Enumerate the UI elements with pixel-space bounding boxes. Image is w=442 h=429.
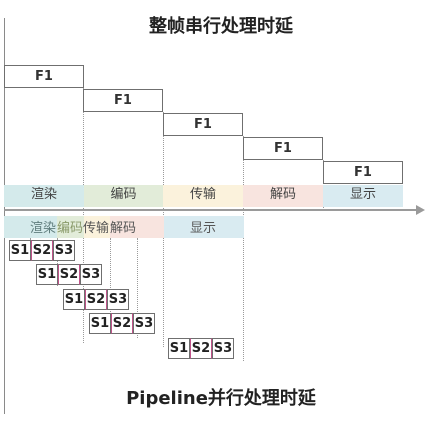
time-axis-horizontal bbox=[4, 209, 418, 211]
frame-block: F1 bbox=[323, 161, 403, 184]
slice-block: S2 bbox=[31, 240, 53, 261]
pipeline-band-decode bbox=[110, 216, 164, 238]
guide-line bbox=[57, 238, 58, 286]
pipeline-band-render bbox=[4, 216, 57, 238]
slice-block: S3 bbox=[107, 289, 129, 310]
slice-block: S3 bbox=[53, 240, 75, 261]
slice-block: S3 bbox=[212, 338, 234, 359]
axis-arrow-icon bbox=[416, 205, 425, 215]
frame-block: F1 bbox=[83, 89, 163, 112]
pipeline-band-display bbox=[164, 216, 244, 238]
slice-block: S1 bbox=[9, 240, 31, 261]
frame-block: F1 bbox=[243, 137, 323, 160]
slice-block: S1 bbox=[63, 289, 85, 310]
pipeline-stage-label: 编码 bbox=[57, 221, 84, 236]
slice-block: S3 bbox=[80, 264, 102, 285]
stage-band-display: 显示 bbox=[323, 185, 403, 207]
pipeline-stage-label: 显示 bbox=[190, 221, 217, 236]
guide-line bbox=[110, 238, 111, 312]
slice-block: S3 bbox=[133, 313, 155, 334]
slice-block: S2 bbox=[58, 264, 80, 285]
pipeline-title: Pipeline并行处理时延 bbox=[126, 388, 316, 409]
frame-block: F1 bbox=[4, 65, 84, 88]
serial-title: 整帧串行处理时延 bbox=[149, 16, 293, 37]
slice-block: S2 bbox=[111, 313, 133, 334]
stage-band-render: 渲染 bbox=[4, 185, 84, 207]
pipeline-band-encode bbox=[57, 216, 84, 238]
pipeline-stage-label: 解码 bbox=[110, 221, 137, 236]
slice-block: S1 bbox=[36, 264, 58, 285]
slice-block: S1 bbox=[168, 338, 190, 359]
stage-band-decode: 解码 bbox=[243, 185, 323, 207]
slice-block: S2 bbox=[190, 338, 212, 359]
guide-line bbox=[137, 238, 138, 338]
guide-line bbox=[243, 136, 244, 361]
stage-band-encode: 编码 bbox=[84, 185, 163, 207]
pipeline-stage-label: 传输 bbox=[83, 221, 110, 236]
slice-block: S2 bbox=[85, 289, 107, 310]
pipeline-stage-label: 渲染 bbox=[30, 221, 57, 236]
pipeline-band-transmit bbox=[84, 216, 110, 238]
frame-block: F1 bbox=[163, 113, 243, 136]
guide-line bbox=[83, 88, 84, 343]
stage-band-transmit: 传输 bbox=[163, 185, 243, 207]
slice-block: S1 bbox=[89, 313, 111, 334]
